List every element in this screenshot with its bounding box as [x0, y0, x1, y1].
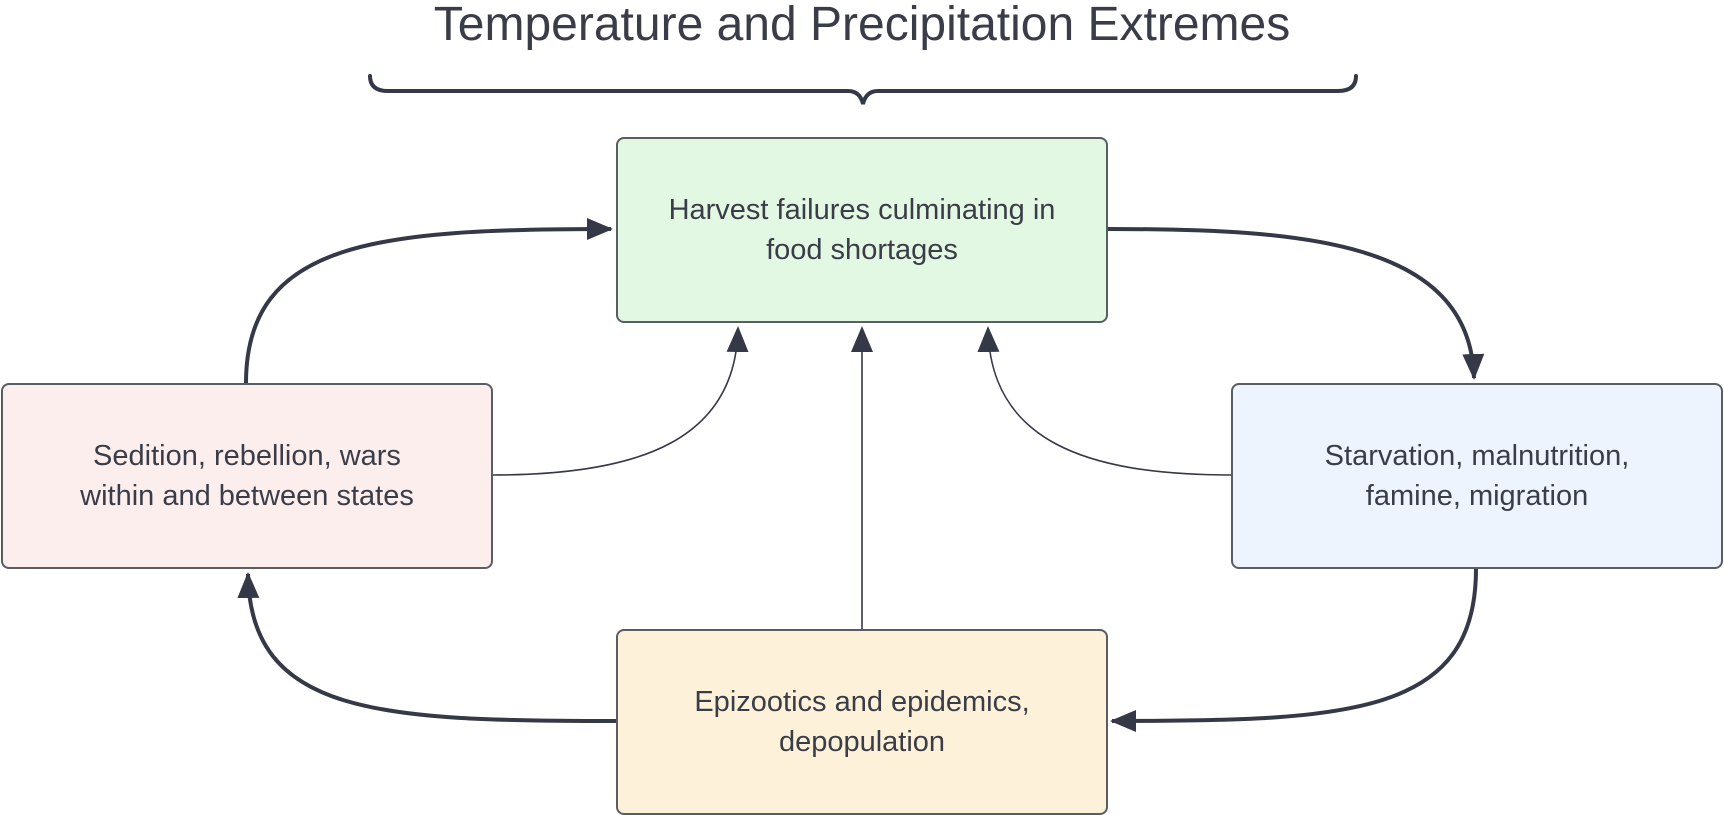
edge-starvation-to-epizootics — [1110, 568, 1478, 732]
node-label: Starvation, malnutrition, famine, migrat… — [1324, 440, 1630, 512]
node-label: Harvest failures culminating in food sho… — [668, 194, 1056, 266]
node-label: Sedition, rebellion, wars within and bet… — [80, 440, 414, 512]
edge-harvest-to-starvation — [1107, 227, 1485, 380]
edge-starvation-to-harvest — [977, 326, 1232, 476]
node-label: Epizootics and epidemics, depopulation — [694, 686, 1030, 758]
diagram-title: Temperature and Precipitation Extremes — [433, 0, 1291, 51]
edge-sedition-to-harvest-thin — [492, 326, 749, 476]
edge-sedition-to-harvest — [244, 218, 613, 384]
node-starvation: Starvation, malnutrition, famine, migrat… — [1231, 383, 1723, 569]
node-epizootics: Epizootics and epidemics, depopulation — [616, 629, 1108, 815]
title-brace — [368, 74, 1358, 105]
node-harvest-failures: Harvest failures culminating in food sho… — [616, 137, 1108, 323]
edge-epizootics-to-sedition — [237, 572, 617, 723]
node-sedition: Sedition, rebellion, wars within and bet… — [1, 383, 493, 569]
